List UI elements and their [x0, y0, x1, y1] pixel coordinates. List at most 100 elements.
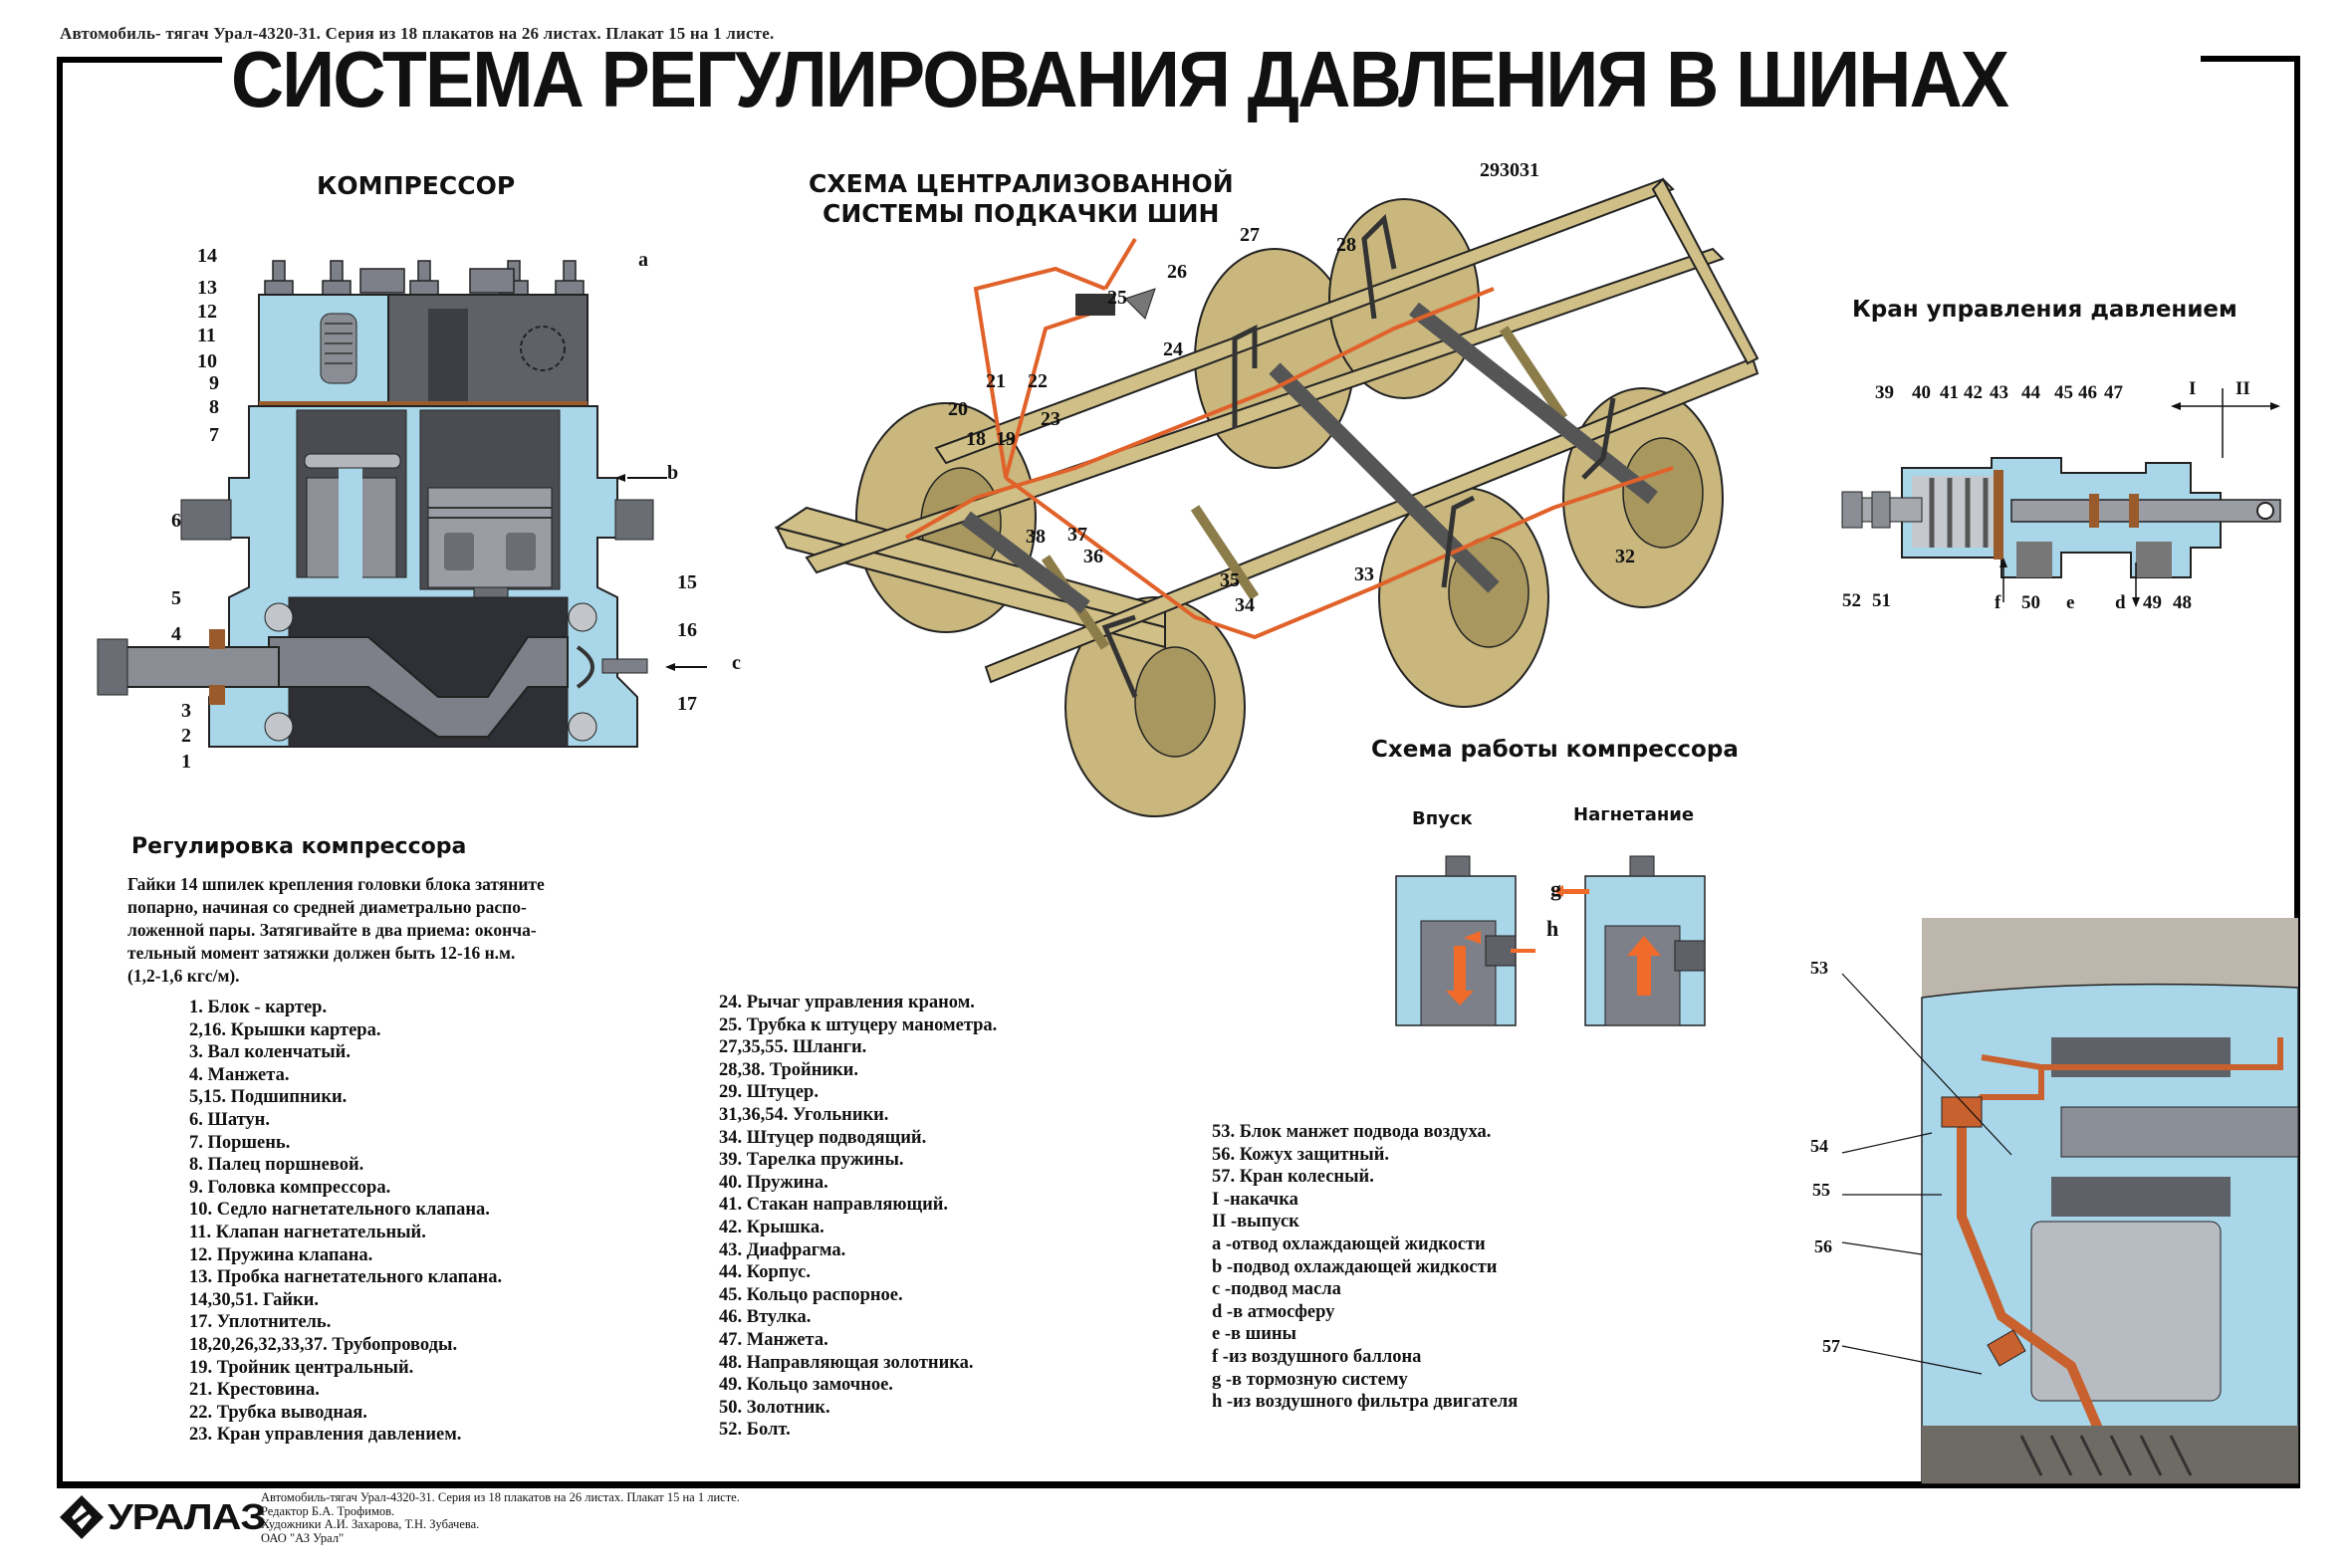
callout-label: 9 [209, 372, 219, 394]
legend-item: 12. Пружина клапана. [189, 1244, 373, 1265]
heading-operation: Схема работы компрессора [1371, 737, 1739, 763]
callout-label: 25 [1107, 287, 1127, 309]
callout-label: f [1995, 592, 2001, 613]
callout-label: 1 [181, 751, 191, 773]
callout-label: 47 [2104, 382, 2123, 403]
frame-left [57, 57, 63, 1485]
wheel-hub-cutaway [1921, 918, 2299, 1484]
legend-item: 49. Кольцо замочное. [719, 1375, 893, 1396]
adjustment-line: тельный момент затяжки должен быть 12-16… [127, 943, 516, 963]
heading-adjustment: Регулировка компрессора [131, 834, 467, 859]
pressure-valve-cutaway [1841, 457, 2281, 578]
callout-label: 18 [966, 428, 986, 450]
heading-discharge: Нагнетание [1573, 804, 1695, 825]
legend-item: b -подвод охлаждающей жидкости [1212, 1256, 1498, 1277]
callout-label: 20 [948, 398, 968, 420]
adjustment-line: (1,2-1,6 кгс/м). [127, 966, 240, 986]
legend-item: 13. Пробка нагнетательного клапана. [189, 1267, 503, 1288]
legend-item: 2,16. Крышки картера. [189, 1019, 381, 1040]
legend-item: 43. Диафрагма. [719, 1239, 846, 1260]
legend-item: 31,36,54. Угольники. [719, 1104, 889, 1125]
legend-item: h -из воздушного фильтра двигателя [1212, 1392, 1519, 1413]
legend-item: 5,15. Подшипники. [189, 1087, 348, 1108]
legend-item: g -в тормозную систему [1212, 1369, 1408, 1390]
callout-label: 5 [171, 587, 181, 609]
legend-item: 42. Крышка. [719, 1217, 824, 1237]
operation-discharge-diagram [1553, 855, 1706, 1026]
chassis-schematic [774, 177, 1760, 817]
footer-line: Автомобиль-тягач Урал-4320-31. Серия из … [261, 1490, 740, 1504]
legend-item: 47. Манжета. [719, 1329, 828, 1350]
callout-label: 17 [677, 693, 697, 715]
poster-title: СИСТЕМА РЕГУЛИРОВАНИЯ ДАВЛЕНИЯ В ШИНАХ [231, 35, 2009, 123]
callout-label: 42 [1964, 382, 1983, 403]
heading-compressor: КОМПРЕССОР [317, 171, 516, 200]
valve-port-arrows [1999, 558, 2140, 607]
callout-label: 35 [1220, 569, 1240, 591]
legend-column-2: 24. Рычаг управления краном.25. Трубка к… [719, 992, 997, 1442]
legend-item: 29. Штуцер. [719, 1082, 819, 1103]
legend-item: 27,35,55. Шланги. [719, 1037, 867, 1058]
callout-label: 43 [1990, 382, 2008, 403]
callout-label: 50 [2021, 592, 2040, 613]
callout-label: 29 [1480, 159, 1500, 181]
legend-item: 46. Втулка. [719, 1307, 812, 1328]
legend-item: f -из воздушного баллона [1212, 1346, 1422, 1367]
legend-item: 23. Кран управления давлением. [189, 1425, 462, 1446]
legend-item: a -отвод охлаждающей жидкости [1212, 1233, 1486, 1254]
legend-item: 4. Манжета. [189, 1064, 290, 1085]
callout-label: 12 [197, 301, 217, 323]
legend-column-1: 1. Блок - картер.2,16. Крышки картера.3.… [189, 997, 502, 1447]
legend-item: 14,30,51. Гайки. [189, 1289, 319, 1310]
legend-item: 45. Кольцо распорное. [719, 1284, 903, 1305]
callout-label: 55 [1812, 1180, 1830, 1200]
callout-label: 52 [1842, 590, 1861, 611]
callout-label: I [2189, 378, 2197, 399]
callout-label: 10 [197, 350, 217, 372]
callout-label: 56 [1814, 1236, 1832, 1256]
legend-item: 39. Тарелка пружины. [719, 1150, 904, 1171]
legend-item: 25. Трубка к штуцеру манометра. [719, 1014, 998, 1035]
legend-item: I -накачка [1212, 1189, 1298, 1210]
uralaz-logo [60, 1495, 104, 1539]
adjustment-line: ложенной пары. Затягивайте в два приема:… [127, 920, 537, 940]
callout-label: 38 [1026, 526, 1046, 548]
callout-label: 24 [1163, 338, 1183, 360]
legend-item: 8. Палец поршневой. [189, 1155, 364, 1176]
hub-leader-lines [1841, 973, 2012, 1375]
callout-label: II [2235, 378, 2250, 399]
callout-h: h [1546, 916, 1559, 941]
callout-label: 27 [1240, 224, 1260, 246]
legend-item: 22. Трубка выводная. [189, 1402, 367, 1423]
compressor-cutaway [97, 260, 707, 748]
frame-top-left [57, 57, 222, 63]
callout-label: 54 [1810, 1136, 1828, 1156]
callout-label: 21 [986, 370, 1006, 392]
legend-item: 34. Штуцер подводящий. [719, 1127, 927, 1148]
legend-item: 9. Головка компрессора. [189, 1177, 391, 1198]
adjustment-line: попарно, начиная со средней диаметрально… [127, 897, 527, 917]
callout-label: 19 [996, 428, 1016, 450]
callout-label: 32 [1615, 546, 1635, 567]
series-caption: Автомобиль- тягач Урал-4320-31. Серия из… [60, 24, 775, 43]
callout-label: 40 [1912, 382, 1931, 403]
adjustment-line: Гайки 14 шпилек крепления головки блока … [127, 874, 545, 894]
legend-item: 21. Крестовина. [189, 1380, 320, 1401]
callout-label: 6 [171, 510, 181, 532]
legend-item: 18,20,26,32,33,37. Трубопроводы. [189, 1334, 458, 1355]
legend-item: d -в атмосферу [1212, 1301, 1335, 1322]
frame-right [2294, 56, 2300, 1485]
callout-label: 13 [197, 277, 217, 299]
legend-item: 11. Клапан нагнетательный. [189, 1222, 426, 1242]
uralaz-logo-text: УРАЛАЗ [108, 1496, 266, 1537]
callout-label: 44 [2021, 382, 2040, 403]
legend-item: e -в шины [1212, 1324, 1296, 1345]
frame-top-right [2201, 56, 2300, 62]
callout-label: 48 [2173, 592, 2192, 613]
callout-label: 49 [2143, 592, 2162, 613]
legend-item: 57. Кран колесный. [1212, 1167, 1374, 1188]
callout-label: 23 [1041, 408, 1060, 430]
legend-item: 17. Уплотнитель. [189, 1312, 332, 1333]
legend-item: 7. Поршень. [189, 1132, 291, 1153]
legend-item: 56. Кожух защитный. [1212, 1144, 1390, 1165]
